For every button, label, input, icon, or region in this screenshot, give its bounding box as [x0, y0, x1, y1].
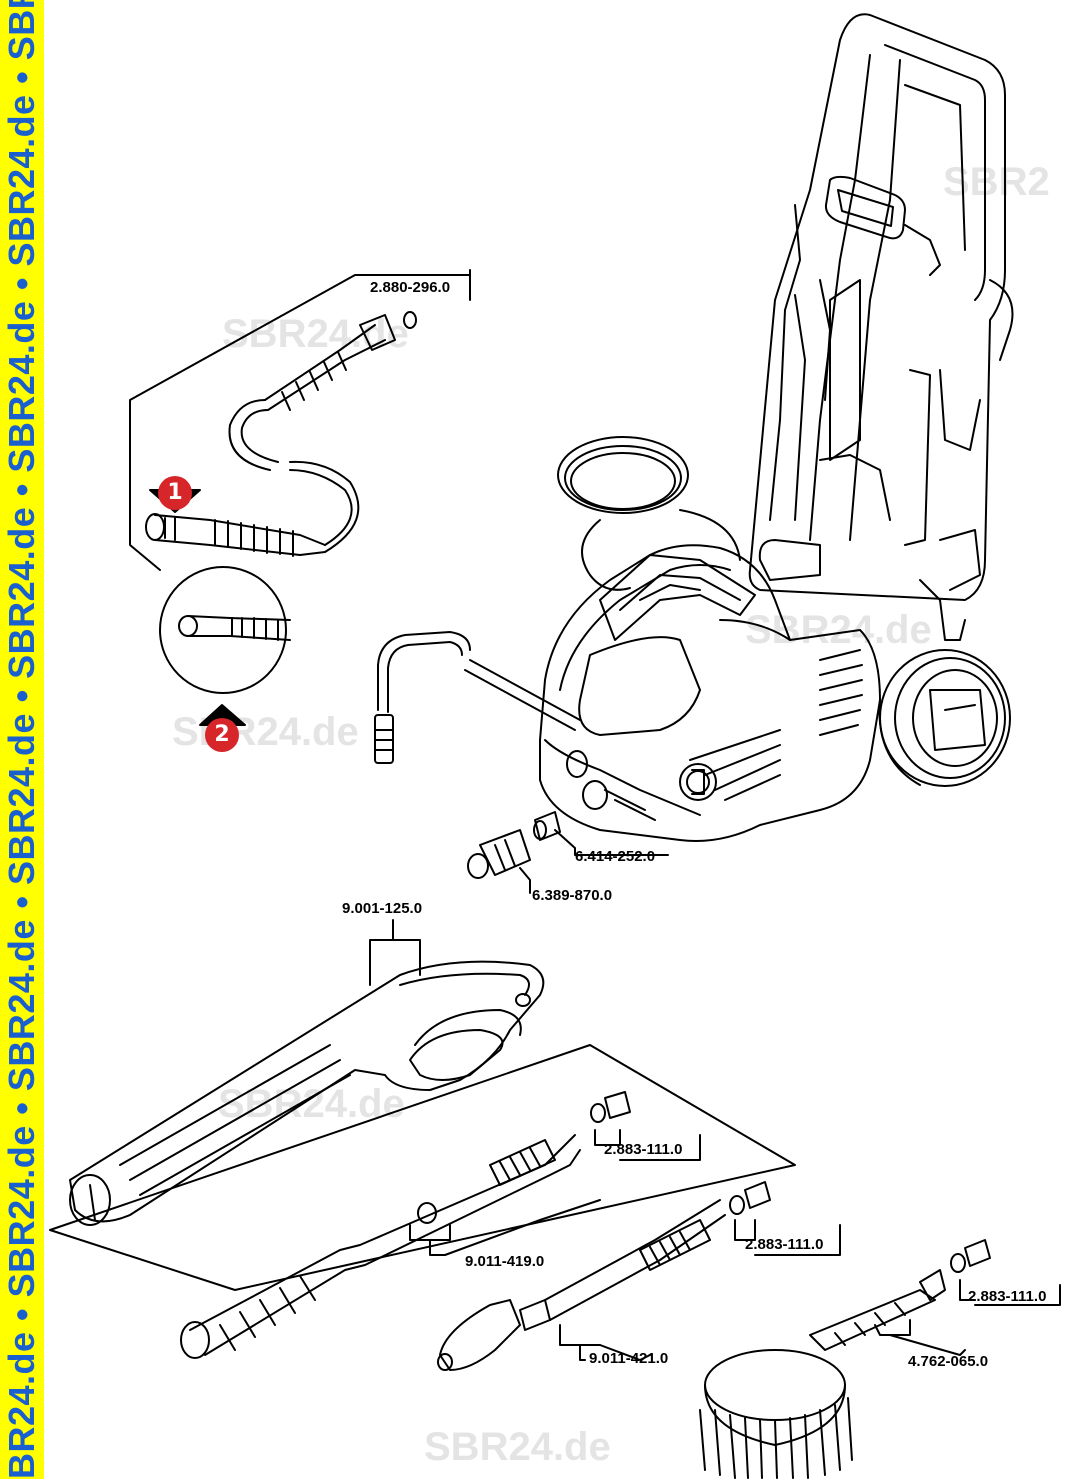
lance-standard-drawing	[180, 1091, 701, 1359]
hp-hose-drawing	[145, 311, 417, 557]
suction-hose-drawing	[374, 631, 581, 764]
part-label-oring-2: 2.883-111.0	[745, 1236, 824, 1253]
watermark: SBR24.de	[172, 710, 359, 754]
wheel-drawing	[878, 649, 1011, 787]
watermark: SBR24.de	[745, 608, 932, 652]
coiled-hose-drawing	[557, 436, 741, 591]
watermark: SBR24.de	[424, 1425, 611, 1469]
part-label-garden-coupling: 6.389-870.0	[532, 887, 613, 904]
part-label-gun: 9.001-125.0	[342, 900, 423, 917]
part-label-oring-3: 2.883-111.0	[968, 1288, 1047, 1305]
part-label-hose: 2.880-296.0	[370, 279, 451, 296]
washer-body-drawing	[539, 544, 881, 842]
part-label-brush: 4.762-065.0	[908, 1353, 989, 1370]
rotary-brush-drawing	[699, 1239, 1061, 1479]
lance-bracket	[49, 1044, 796, 1291]
watermark: SBR24.de	[222, 312, 409, 356]
hose-bracket	[129, 269, 471, 571]
callout-marker-2: 2	[205, 718, 239, 752]
part-label-oring-1: 2.883-111.0	[604, 1141, 683, 1158]
trolley-frame-drawing	[748, 13, 1014, 641]
adapter-fittings-drawing	[467, 811, 669, 894]
watermark: SBR2	[943, 160, 1050, 204]
detail-circle	[159, 566, 287, 694]
part-label-adapter-small: 6.414-252.0	[575, 848, 656, 865]
sidebar-strip: BR24.de • SBR24.de • SBR24.de • SBR24.de…	[0, 0, 44, 1479]
detail-fitting-drawing	[178, 615, 291, 641]
spray-gun-drawing	[69, 919, 545, 1226]
part-label-lance-rotor: 9.011-421.0	[589, 1350, 669, 1367]
callout-marker-1: 1	[158, 476, 192, 510]
lance-rotor-drawing	[437, 1181, 841, 1371]
part-label-lance-standard: 9.011-419.0	[465, 1253, 545, 1270]
